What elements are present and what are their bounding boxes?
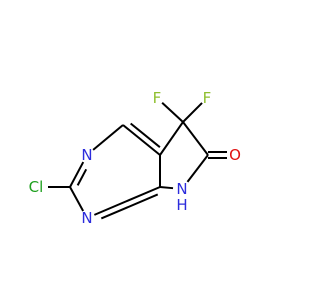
hydrogen-label-n7: H [176,196,187,214]
atom-label-f1: F [153,89,162,107]
bond-n7-c7a [159,186,174,190]
bond-c7a-n1-b [100,193,159,220]
bond-c2-n3-a [69,161,85,188]
atom-label-cl: Cl [29,178,44,196]
atom-label-n7: N [176,180,187,198]
bond-c6-n7 [186,154,209,183]
atom-label-o: O [229,146,241,164]
bond-n3-c4 [92,124,124,151]
canvas-background [0,0,300,300]
atom-label-f2: F [203,89,212,107]
bond-c5-f2 [182,102,203,123]
bond-c4a-c5 [159,121,184,156]
bond-n1-c2 [69,186,85,212]
bond-c5-c6 [182,121,209,156]
bond-c4-c4a-a [122,124,161,156]
atom-label-n3: N [81,146,92,164]
bond-c4-c4a-b [130,122,161,148]
atom-label-n1: N [81,209,92,227]
bond-c2-n3-b [76,168,88,186]
bond-c7a-n1-a [93,186,161,216]
bonds-layer [48,102,227,220]
bond-c5-f1 [161,102,184,123]
